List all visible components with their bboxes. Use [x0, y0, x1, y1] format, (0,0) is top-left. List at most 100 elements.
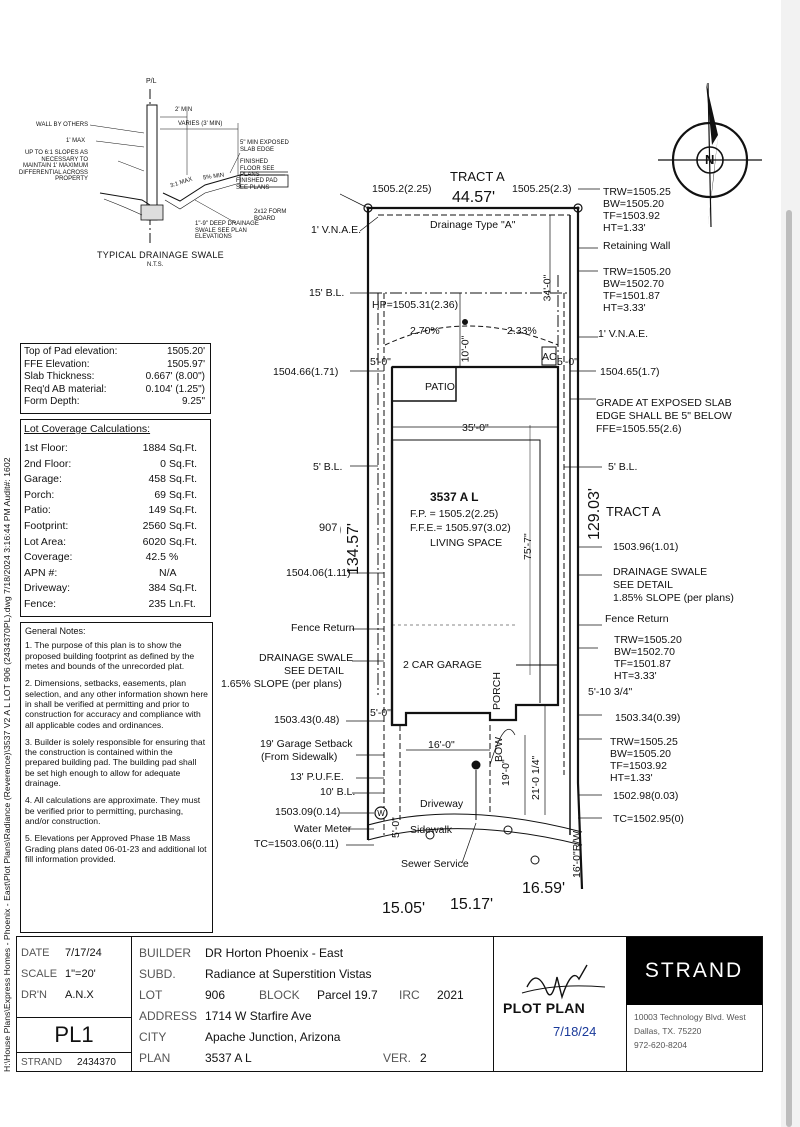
sheet-number: PL1 — [54, 1022, 94, 1048]
dim-10: 10'-0" — [459, 335, 472, 363]
label-ne-corner: 1505.25(2.3) — [512, 183, 572, 195]
swale-pl: P/L — [146, 78, 157, 85]
coverage-unit: % — [169, 551, 179, 564]
bottom-dim-2: 15.17' — [450, 896, 494, 913]
coverage-box: Lot Coverage Calculations: 1st Floor:188… — [20, 419, 211, 617]
swale-form: 2x12 FORM BOARD — [254, 209, 287, 222]
swale-left-3: 1.65% SLOPE (per plans) — [221, 678, 342, 690]
pad-info-label: Form Depth: — [24, 396, 80, 407]
scrollbar[interactable] — [781, 0, 800, 1127]
swale-slopes: UP TO 6:1 SLOPES AS NECESSARY TO MAINTAI… — [18, 150, 88, 183]
swale-title: TYPICAL DRAINAGE SWALE — [97, 250, 224, 260]
garage-setback-1: 19' Garage Setback — [260, 738, 353, 750]
bottom-dim-3: 16.59' — [522, 880, 566, 897]
dim-75: 75'-7" — [522, 533, 534, 560]
label-ac: AC — [542, 351, 557, 363]
ht-2: HT=3.33' — [603, 302, 646, 314]
trw-3: TRW=1505.20 — [614, 634, 682, 646]
pad-info-value: 1505.20' — [166, 346, 205, 357]
tf-2: TF=1501.87 — [603, 290, 660, 302]
pad-info-row: Top of Pad elevation: 1505.20' — [24, 346, 207, 358]
plan-label: PLAN — [139, 1051, 171, 1065]
ht-4: HT=1.33' — [610, 772, 653, 784]
file-path: H:\House Plans\Express Homes - Phoenix -… — [2, 457, 12, 1072]
block-label: BLOCK — [259, 988, 300, 1002]
scrollbar-thumb[interactable] — [786, 210, 792, 1127]
coverage-label: APN #: — [24, 566, 58, 579]
label-1503-43: 1503.43(0.48) — [274, 714, 340, 726]
irc-label: IRC — [399, 988, 420, 1002]
company-phone: 972-620-8204 — [634, 1040, 687, 1050]
coverage-unit: Sq.Ft. — [169, 535, 198, 548]
lot-907: 907 — [319, 522, 338, 534]
date-value: 7/17/24 — [65, 947, 102, 959]
coverage-value: 2560 — [142, 520, 166, 533]
patio-label: PATIO — [425, 381, 455, 393]
swale-right-1: DRAINAGE SWALE — [613, 566, 708, 578]
swale-finished-pad: FINISHED PAD SEE PLANS — [236, 178, 278, 191]
coverage-label: Garage: — [24, 473, 62, 486]
coverage-label: Coverage: — [24, 551, 73, 564]
label-1502-98: 1502.98(0.03) — [613, 790, 679, 802]
pad-info-row: FFE Elevation:1505.97' — [24, 359, 207, 371]
coverage-value: 458 — [148, 473, 166, 486]
strand-number: 2434370 — [77, 1057, 116, 1068]
label-5bl-left: 5' B.L. — [313, 461, 343, 473]
ver-label: VER. — [383, 1051, 412, 1065]
dim-5d: 5'-0" — [390, 817, 402, 838]
drn-value: A.N.X — [65, 989, 94, 1001]
swale-2min: 2' MIN — [175, 107, 193, 113]
tract-a-right: TRACT A — [606, 504, 661, 519]
coverage-label: Patio: — [24, 504, 51, 517]
company-logo: STRAND — [644, 958, 744, 982]
pad-info-label: FFE Elevation: — [24, 358, 90, 370]
sewer-service: Sewer Service — [401, 858, 469, 870]
pad-info-box: Top of Pad elevation: 1505.20' FFE Elevati… — [20, 343, 211, 414]
label-15bl: 15' B.L. — [309, 287, 345, 299]
pad-info-label: Top of Pad elevation: — [24, 346, 118, 357]
vnae-right: 1' V.N.A.E. — [598, 328, 649, 340]
label-13pufe: 13' P.U.F.E. — [290, 771, 344, 783]
sidewalk-label: Sidewalk — [410, 824, 453, 836]
date-label: DATE — [21, 947, 50, 959]
note-item: 2. Dimensions, setbacks, easements, plan… — [25, 678, 208, 730]
coverage-value: 1884 — [142, 442, 166, 455]
tf-4: TF=1503.92 — [610, 760, 667, 772]
pad-info-row: Form Depth: 9.25" — [24, 396, 207, 408]
builder-label: BUILDER — [139, 946, 192, 960]
coverage-unit: Sq.Ft. — [169, 582, 198, 595]
coverage-unit: Sq.Ft. — [169, 520, 198, 533]
swale-detail-drawing — [89, 89, 289, 245]
coverage-value: N/A — [159, 566, 177, 579]
pad-info-value: 0.667' (8.00") — [145, 371, 205, 382]
dim-21: 21'-0 1/4" — [530, 755, 542, 800]
city-label: CITY — [139, 1030, 167, 1044]
lot-label: LOT — [139, 988, 163, 1002]
ht-1: HT=1.33' — [603, 222, 646, 234]
signature-icon — [521, 964, 606, 1000]
svg-text:W: W — [377, 809, 385, 818]
label-1504-65: 1504.65(1.7) — [600, 366, 660, 378]
pad-info-row: Req'd AB material:0.104' (1.25") — [24, 384, 207, 396]
swale-nts: N.T.S. — [147, 262, 164, 268]
bw-4: BW=1505.20 — [610, 748, 672, 760]
tract-a-top: TRACT A — [450, 169, 505, 184]
fence-return-right: Fence Return — [605, 613, 669, 625]
coverage-value: 0 — [160, 457, 166, 470]
coverage-value: 235 — [148, 598, 166, 610]
dim-5b: 5'-0" — [557, 356, 578, 368]
coverage-row: Coverage:42.5% — [24, 551, 207, 567]
pad-info-label: Slab Thickness: — [24, 371, 95, 382]
label-1504-06: 1504.06(1.11) — [286, 567, 351, 579]
pad-info-value: 9.25" — [181, 396, 205, 407]
swale-right-2: SEE DETAIL — [613, 579, 673, 591]
plot-plan-title: PLOT PLAN — [503, 1000, 586, 1016]
top-dimension: 44.57' — [452, 189, 496, 206]
swale-left-1: DRAINAGE SWALE — [259, 652, 354, 664]
swale-wall: WALL BY OTHERS — [36, 122, 89, 128]
